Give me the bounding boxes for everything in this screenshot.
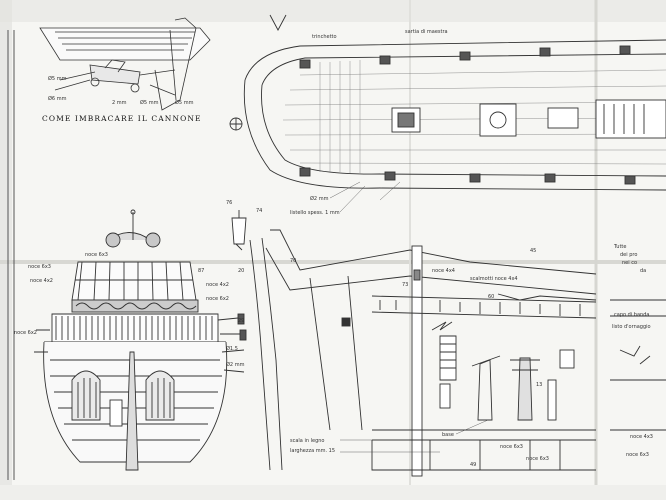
svg-text:13: 13: [536, 382, 542, 388]
svg-text:noce 6x2: noce 6x2: [206, 296, 229, 302]
svg-text:dei pro: dei pro: [620, 252, 637, 258]
svg-text:Ø1.5: Ø1.5: [226, 345, 238, 352]
svg-text:noce 6x3: noce 6x3: [28, 264, 51, 270]
svg-text:noce 6x3: noce 6x3: [85, 252, 108, 258]
svg-text:29: 29: [238, 318, 244, 324]
svg-text:noce 4x2: noce 4x2: [30, 278, 53, 284]
cannon-number: Ø5 mm: [48, 75, 67, 82]
svg-text:larghezza mm. 15: larghezza mm. 15: [290, 448, 335, 454]
svg-text:73: 73: [402, 282, 408, 288]
svg-text:87: 87: [198, 268, 204, 274]
svg-text:70: 70: [290, 258, 296, 264]
svg-text:Tutte: Tutte: [613, 244, 626, 250]
svg-text:listello spess. 1 mm: listello spess. 1 mm: [290, 210, 340, 216]
detail-title: COME IMBRACARE IL CANNONE: [42, 114, 202, 123]
svg-text:noce 4x3: noce 4x3: [630, 434, 653, 440]
svg-text:base: base: [442, 432, 454, 438]
svg-text:noce 4x4: noce 4x4: [432, 268, 455, 274]
svg-text:76: 76: [226, 200, 232, 206]
svg-text:nei co: nei co: [622, 260, 637, 266]
svg-text:45: 45: [530, 248, 536, 254]
svg-text:capo di banda: capo di banda: [614, 312, 649, 318]
svg-text:noce 6x3: noce 6x3: [526, 456, 549, 462]
svg-text:60: 60: [488, 294, 494, 300]
svg-text:trinchetto: trinchetto: [312, 34, 337, 40]
svg-text:49: 49: [470, 462, 476, 468]
svg-text:listo d'ornaggio: listo d'ornaggio: [612, 324, 651, 330]
svg-text:noce 6x3: noce 6x3: [500, 444, 523, 450]
svg-text:sartia di maestra: sartia di maestra: [405, 29, 448, 35]
svg-text:noce 6x2: noce 6x2: [14, 330, 37, 336]
svg-text:Ø2 mm: Ø2 mm: [310, 195, 329, 202]
svg-text:Ø5 mm: Ø5 mm: [175, 99, 194, 106]
svg-text:Ø5 mm: Ø5 mm: [140, 99, 159, 106]
svg-text:Ø6 mm: Ø6 mm: [48, 95, 67, 102]
svg-text:74: 74: [256, 208, 262, 214]
svg-text:noce 4x2: noce 4x2: [206, 282, 229, 288]
svg-text:noce 6x3: noce 6x3: [626, 452, 649, 458]
svg-text:scala in legno: scala in legno: [290, 438, 324, 444]
svg-text:scalmotti noce 4x4: scalmotti noce 4x4: [470, 276, 518, 282]
svg-text:20: 20: [238, 268, 244, 274]
svg-text:Ø2 mm: Ø2 mm: [226, 361, 245, 368]
svg-text:da: da: [640, 268, 646, 274]
svg-text:2 mm: 2 mm: [112, 100, 127, 106]
